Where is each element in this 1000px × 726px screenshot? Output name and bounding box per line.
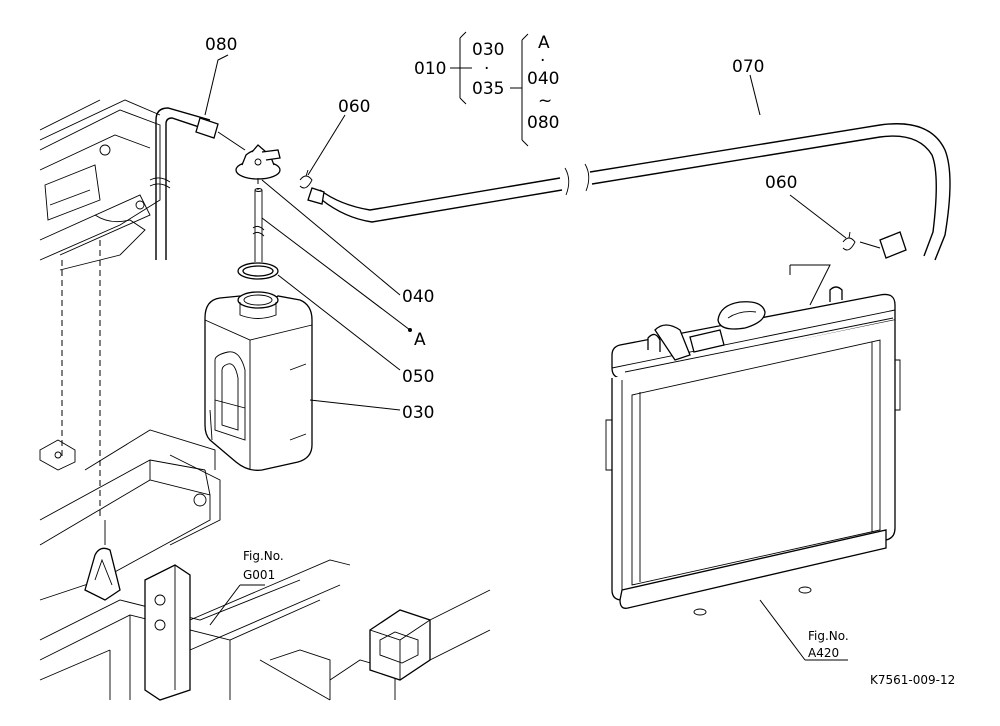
gasket-050	[237, 262, 279, 280]
chassis-frame	[39, 99, 491, 701]
leader-lines	[204, 31, 848, 661]
fig-ref-a420-number: A420	[808, 646, 839, 660]
fig-ref-g001-number: G001	[243, 568, 275, 582]
radiator	[605, 286, 901, 616]
figure-references: Fig.No. G001 Fig.No. A420	[243, 549, 849, 660]
drawing-code: K7561-009-12	[870, 673, 955, 687]
fig-ref-g001-title: Fig.No.	[243, 549, 284, 563]
callout-070: 070	[732, 57, 764, 77]
clip-060-top	[299, 169, 313, 189]
kit-dot-2: ·	[540, 51, 545, 71]
callout-030: 030	[402, 403, 434, 423]
callout-A: A	[414, 330, 426, 350]
callout-A-kit: A	[538, 33, 550, 53]
callout-060-top: 060	[338, 97, 370, 117]
reserve-tank-030	[204, 291, 313, 471]
callout-040: 040	[402, 287, 434, 307]
fig-ref-a420-title: Fig.No.	[808, 629, 849, 643]
callout-040-kit: 040	[527, 69, 559, 89]
clip-060-right	[842, 231, 856, 251]
callout-060-right: 060	[765, 173, 797, 193]
suction-tube	[252, 178, 265, 262]
hose-080	[149, 107, 246, 260]
callout-050: 050	[402, 367, 434, 387]
callout-080-kit: 080	[527, 113, 559, 133]
callout-010: 010	[414, 59, 446, 79]
callout-030-kit: 030	[472, 40, 504, 60]
kit-tilde: ~	[538, 91, 552, 111]
callout-035-kit: 035	[472, 79, 504, 99]
callout-labels: 080 060 010 030 · 035 A · 040 ~ 080 070 …	[205, 33, 797, 423]
callout-080: 080	[205, 35, 237, 55]
kit-dot-1: ·	[484, 59, 489, 79]
tank-cap-040	[235, 144, 281, 180]
hose-070	[307, 123, 951, 261]
